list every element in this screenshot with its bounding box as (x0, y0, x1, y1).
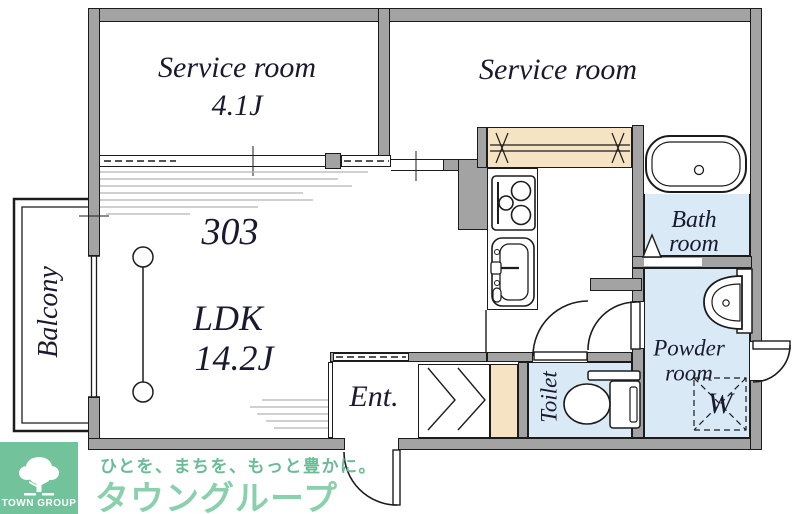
slider-band-service2 (391, 159, 443, 171)
slider-dashed-strip (341, 155, 391, 167)
wall-post-slider (325, 153, 341, 169)
wall-room-divider (378, 8, 390, 158)
entrance-label: Ent. (349, 380, 399, 413)
bath-door-threshold (644, 258, 702, 266)
ldk-size-label: 14.2J (194, 338, 274, 378)
slider-band-ent (333, 353, 409, 361)
wall-left-upper (88, 8, 100, 256)
entrance-closet-strip (490, 364, 518, 438)
unit-number-label: 303 (201, 211, 259, 253)
footer-tagline: ひとを、まちを、もっと豊かに。 (100, 457, 377, 477)
logo-caption: TOWN GROUP (1, 498, 77, 509)
entrance-closet-bifold-box (418, 364, 490, 438)
wall-bottom-left (88, 438, 345, 450)
slider-band-service1 (100, 155, 325, 167)
wall-top (88, 8, 762, 22)
wall-hall-stub (590, 278, 642, 291)
tree-icon (19, 457, 59, 496)
wall-powder-left-lower (632, 348, 644, 438)
powder-room-label-2: room (665, 360, 713, 386)
wall-toilet-top-left (487, 352, 533, 362)
wall-toilet-top-right (587, 352, 632, 362)
service-room-1-label: Service room (158, 51, 316, 84)
wall-bottom-right (398, 438, 762, 450)
closet-upper (487, 127, 632, 168)
service-room-2-label: Service room (479, 53, 637, 86)
kitchen-counter (487, 168, 538, 310)
powder-room-label-1: Powder (653, 335, 725, 361)
wall-toilet-left (518, 362, 528, 438)
service-room-1-size: 4.1J (211, 89, 263, 122)
town-group-logo: TOWN GROUP (0, 442, 78, 514)
balcony-label: Balcony (33, 266, 64, 358)
wall-closet-left-post (477, 127, 487, 168)
wall-bath-left (632, 125, 644, 268)
bath-room-label-1: Bath (671, 207, 717, 233)
wall-ent-left-thin (328, 362, 333, 438)
wall-kitchen-left (458, 159, 488, 230)
toilet-label: Toilet (536, 371, 562, 423)
wall-right-lower (750, 380, 762, 450)
washer-label: W (707, 387, 733, 420)
ldk-label: LDK (192, 298, 264, 338)
wall-right-upper (750, 8, 762, 342)
footer-brand-name: タウングループ (95, 479, 338, 514)
bath-room-label-2: room (669, 231, 719, 257)
